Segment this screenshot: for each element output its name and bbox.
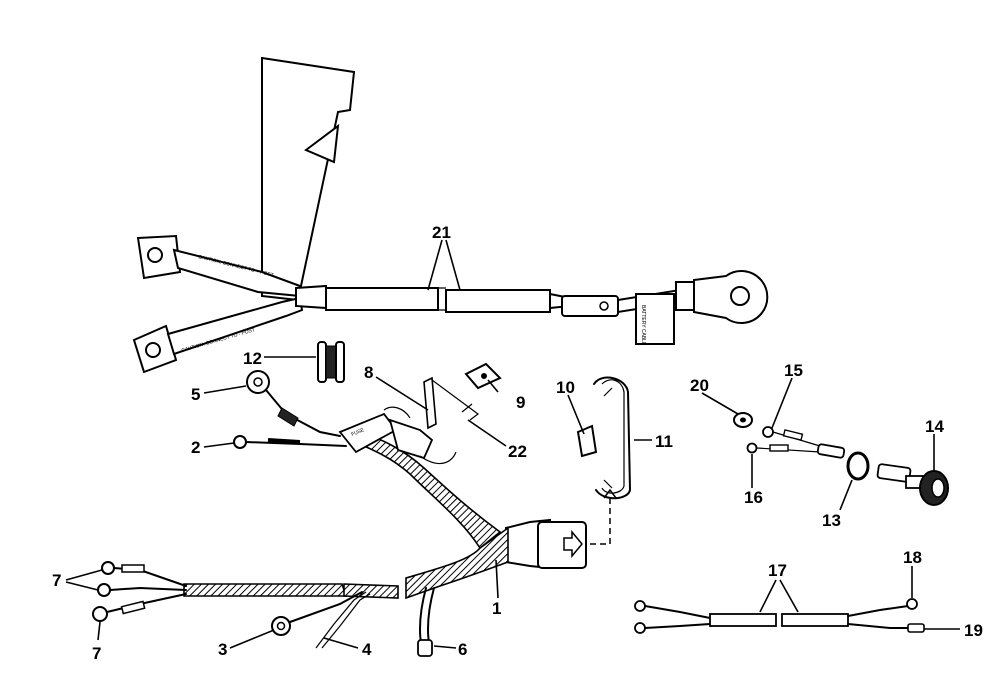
callout-8: 8: [364, 363, 373, 382]
callout-13: 13: [822, 511, 841, 530]
leader-lines: [65, 239, 960, 649]
callout-19: 19: [964, 621, 983, 640]
switch-assembly: [733, 412, 949, 506]
flat-terminal: [561, 295, 619, 317]
callout-15: 15: [784, 361, 803, 380]
warning-tag: [261, 56, 356, 302]
lead-with-ring: [246, 370, 341, 437]
lower-cable-terminal: CAUTION: CONNECT TO - POST: [132, 296, 304, 374]
left-lead-ends: [92, 561, 187, 622]
callout-16: 16: [744, 488, 763, 507]
cable-sleeve-left: [325, 287, 439, 311]
callout-4: 4: [362, 640, 372, 659]
callout-labels: 21 12 5 2 8 9 22 10 11 20 15 16 13 14 17…: [52, 223, 983, 663]
callout-3: 3: [218, 640, 227, 659]
main-wiring-harness: FUSE: [183, 406, 617, 600]
callout-18: 18: [903, 548, 922, 567]
callout-7-lower: 7: [92, 644, 101, 663]
fuse-tag-text: FUSE: [351, 427, 366, 438]
callout-10: 10: [556, 378, 575, 397]
callout-7-upper: 7: [52, 571, 61, 590]
retaining-nut: [846, 451, 870, 481]
callout-9: 9: [516, 393, 525, 412]
callout-1: 1: [492, 599, 501, 618]
callout-2: 2: [191, 438, 200, 457]
extension-lead: [634, 598, 925, 634]
arrow-icon: [563, 529, 583, 559]
connector-bracket: [576, 376, 632, 500]
small-bracket: [464, 362, 502, 390]
cable-sleeve-right: [445, 289, 551, 313]
warning-triangle-icon: [304, 123, 340, 164]
callout-17: 17: [768, 561, 787, 580]
clip-and-jumper: [423, 376, 480, 430]
callout-14: 14: [925, 417, 944, 436]
grommet: [317, 341, 345, 383]
battery-tag: [635, 293, 675, 345]
lower-leads: [271, 587, 435, 657]
battery-cable-assembly: CAUTION: CONNECT TO + POST CAUTION: CONN…: [132, 56, 769, 374]
callout-22: 22: [508, 442, 527, 461]
callout-6: 6: [458, 640, 467, 659]
lead-small-ring: [233, 435, 347, 449]
callout-20: 20: [690, 376, 709, 395]
callout-5: 5: [191, 385, 200, 404]
callout-11: 11: [655, 432, 673, 451]
battery-tag-text: BATTERY CABLE: [640, 305, 646, 346]
callout-21: 21: [432, 223, 451, 242]
callout-12: 12: [243, 349, 262, 368]
